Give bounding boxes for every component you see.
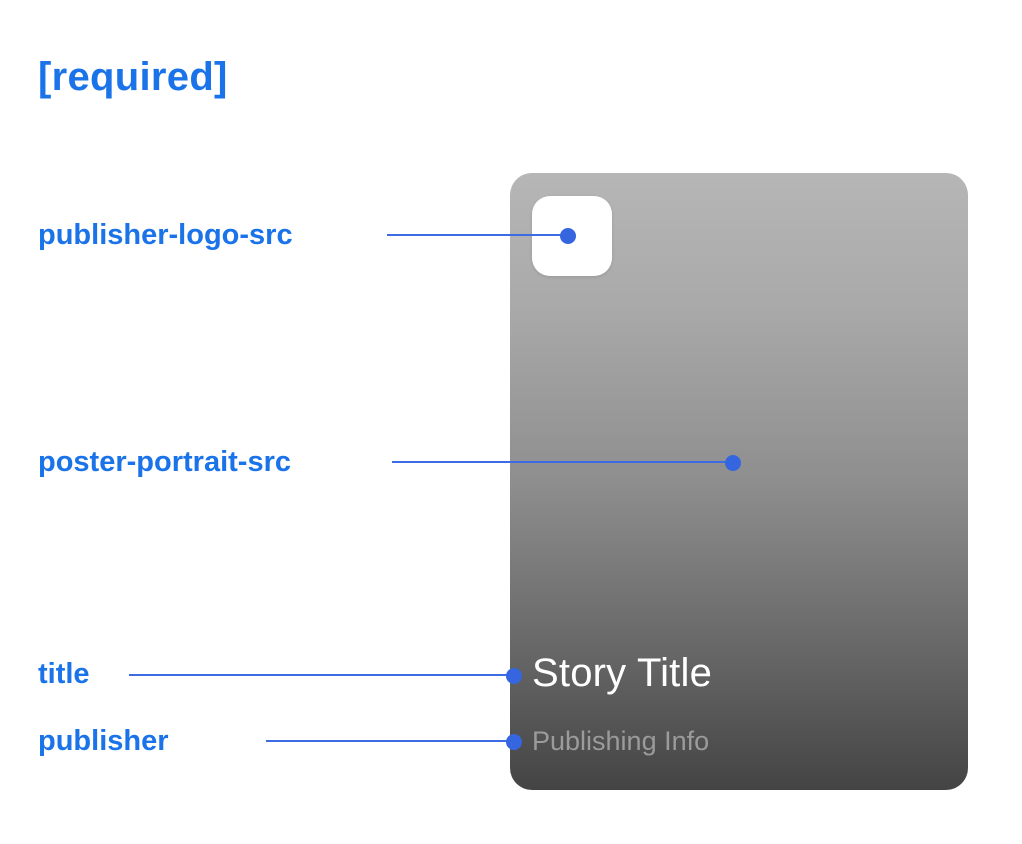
connector-dot-icon-publisher-logo-src <box>560 228 576 244</box>
connector-dot-icon-publisher <box>506 734 522 750</box>
connector-line-publisher-logo-src <box>387 234 563 236</box>
label-publisher: publisher <box>38 725 169 757</box>
connector-dot-icon-poster-portrait-src <box>725 455 741 471</box>
connector-dot-icon-title <box>506 668 522 684</box>
story-poster-card: Story Title Publishing Info <box>510 173 968 790</box>
label-publisher-logo-src: publisher-logo-src <box>38 219 293 251</box>
label-title: title <box>38 658 90 690</box>
label-poster-portrait-src: poster-portrait-src <box>38 446 291 478</box>
connector-line-poster-portrait-src <box>392 461 728 463</box>
publishing-info-text: Publishing Info <box>532 726 710 756</box>
connector-line-publisher <box>266 740 511 742</box>
required-heading: [required] <box>38 55 228 99</box>
connector-line-title <box>129 674 511 676</box>
story-title-text: Story Title <box>532 651 713 695</box>
